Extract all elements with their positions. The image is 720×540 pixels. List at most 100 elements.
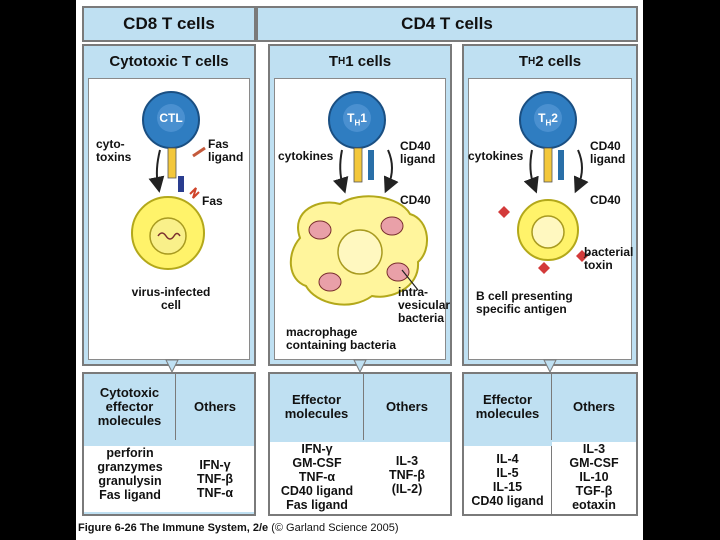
th1-target-line-1: macrophage [286,325,358,339]
th2-cell-label: TH2 [531,112,565,129]
ctl-fas-ligand-line-1: Fas [208,137,229,151]
th1-vesicle-3 [318,272,342,292]
th2-toxin-1 [498,206,510,218]
th2-cd40-label: CD40 [590,193,621,207]
ctl-effector-item-1: perforin [106,446,154,460]
th2-toxin-line-1: bacterial [584,245,634,259]
th2-cell-label-sub: H [545,118,552,128]
th2-cd40-arrow [573,149,589,194]
ctl-effector-item-2: granzymes [97,460,163,474]
th1-to-table-pointer [353,359,367,374]
th1-header-prefix: T [328,52,339,70]
th2-others-header: Others [552,374,636,440]
ctl-effector-list: perforin granzymes granulysin Fas ligand [84,446,177,512]
th1-cell-label: TH1 [340,112,374,129]
th1-intravesicular-line-3: bacteria [398,311,445,325]
th1-cell-label-prefix: T [347,111,355,125]
ctl-fas-ligand-line-2: ligand [208,150,244,164]
th2-effector-header-line-2: molecules [475,406,540,421]
caption-figure-number: Figure 6-26 [78,522,137,534]
ctl-effector-item-3: granulysin [98,474,162,488]
th2-toxin-3 [538,262,550,274]
th2-to-table-pointer [543,359,557,374]
th2-cell-label-prefix: T [538,111,546,125]
ctl-fas-receptor [189,187,200,199]
th2-effector-list: IL-4 IL-5 IL-15 CD40 ligand [464,446,552,514]
th2-cd40-ligand-marker [558,150,564,180]
th1-others-item-2: TNF-β [388,468,426,482]
ctl-target-line-2: cell [160,298,181,312]
th1-cd40-ligand-line-1: CD40 [400,139,431,153]
ctl-effector-item-4: Fas ligand [99,488,161,502]
th1-target-line-2: containing bacteria [286,338,397,352]
ctl-target-label: virus-infected cell [96,286,246,312]
th1-cell-label-suffix: 1 [360,111,367,125]
th2-header-suffix: 2 cells [535,52,582,70]
th1-intravesicular-pointer [401,269,419,291]
th2-effector-item-3: IL-15 [492,480,523,494]
ctl-to-table-pointer [165,359,179,374]
th1-effector-header-line-2: molecules [284,406,349,421]
th1-others-item-3: (IL-2) [391,482,423,496]
ctl-effector-header-line-3: molecules [97,413,162,428]
th1-others-header: Others [364,374,450,440]
ctl-target-nucleus [149,217,187,255]
th2-cd40-ligand-label: CD40 ligand [590,140,625,166]
th2-target-label: B cell presenting specific antigen [476,290,573,316]
th2-cd40-ligand-line-1: CD40 [590,139,621,153]
ctl-cytotoxins-label: cyto- toxins [96,138,131,164]
ctl-others-header: Others [176,374,254,440]
th2-others-item-1: IL-3 [582,442,606,456]
th2-cell-label-suffix: 2 [551,111,558,125]
th1-effector-item-5: Fas ligand [286,498,348,512]
th2-target-line-1: B cell presenting [476,289,573,303]
th2-toxin-label: bacterial toxin [584,246,633,272]
ctl-others-list: IFN-γ TNF-β TNF-α [176,446,254,512]
th1-nucleus [343,104,371,132]
th1-vesicle-2 [380,216,404,236]
th1-cd40-ligand-marker [368,150,374,180]
th2-cytokines-label: cytokines [468,149,524,163]
th1-vesicle-1 [308,220,332,240]
th2-others-item-5: eotaxin [572,498,616,512]
ctl-effector-header-line-1: Cytotoxic [99,385,160,400]
ctl-others-item-3: TNF-α [196,486,234,500]
ctl-target-line-1: virus-infected [131,285,211,299]
th2-others-item-3: IL-10 [579,470,609,484]
ctl-cytotoxins-line-2: toxins [96,150,132,164]
th1-effector-header-line-1: Effector [291,392,342,407]
th1-cd40-arrow [383,149,399,194]
ctl-effector-header-line-2: effector [105,399,154,414]
header-cd8: CD8 T cells [82,6,256,42]
th1-cell-label-sub: H [354,118,361,128]
ctl-others-item-2: TNF-β [196,472,234,486]
th2-tcr-receptor [543,147,553,183]
th2-cytokines-arrow [523,149,539,194]
th1-target-label: macrophage containing bacteria [286,326,396,352]
ctl-viral-dna [157,232,181,240]
ctl-nucleus [157,104,185,132]
th1-intravesicular-label: intra- vesicular bacteria [398,286,450,325]
th2-effector-header: Effector molecules [464,374,552,440]
th1-others-list: IL-3 TNF-β (IL-2) [364,442,450,514]
th2-toxin-pointer [583,251,591,259]
caption-credit: (© Garland Science 2005) [271,522,399,534]
th2-others-item-4: TGF-β [575,484,613,498]
th2-effector-item-2: IL-5 [496,466,519,480]
th1-cd40-ligand-label: CD40 ligand [400,140,435,166]
th1-effector-item-3: TNF-α [298,470,336,484]
th2-effector-header-line-1: Effector [482,392,533,407]
figure-caption: Figure 6-26 The Immune System, 2/e (© Ga… [78,522,399,534]
ctl-effector-header: Cytotoxic effector molecules [84,374,176,440]
th1-tcr-receptor [353,147,363,183]
th2-effector-item-1: IL-4 [496,452,519,466]
ctl-fas-ligand-pointer [192,146,206,158]
th2-header-prefix: T [518,52,529,70]
th1-cytokines-label: cytokines [278,149,334,163]
th1-cd40-label: CD40 [400,193,431,207]
th2-cd40-ligand-line-2: ligand [590,152,626,166]
th2-target-line-2: specific antigen [476,302,567,316]
th1-intravesicular-line-1: intra- [398,285,428,299]
